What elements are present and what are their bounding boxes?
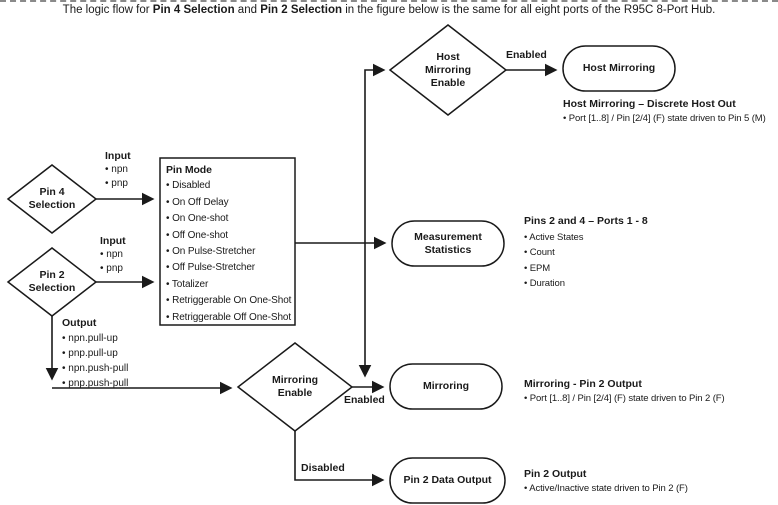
pin-mode-item: Totalizer (166, 277, 292, 293)
pin-mode-item: Disabled (166, 178, 292, 194)
pin2-data-output-terminal (389, 457, 506, 504)
mirroring-disabled-edge-label: Disabled (301, 462, 345, 474)
mirroring-note-heading: Mirroring - Pin 2 Output (524, 378, 642, 390)
pin2-output-item: npn.pull-up (62, 331, 128, 346)
diagram-caption: The logic flow for Pin 4 Selection and P… (0, 4, 778, 16)
page-top-divider (0, 0, 778, 2)
pin2-output-heading: Output (62, 317, 97, 329)
pin2-output-note: Pin 2 Output Active/Inactive state drive… (524, 467, 688, 496)
statistics-note: Pins 2 and 4 – Ports 1 - 8 Active States… (524, 214, 648, 292)
pin-mode-item: Retriggerable On One-Shot (166, 293, 292, 309)
pin2-input-item: npn (100, 248, 126, 262)
pin-mode-item: On Off Delay (166, 195, 292, 211)
caption-text: The logic flow for (62, 4, 153, 16)
pin4-selection-diamond (6, 164, 98, 234)
mirroring-enabled-edge-label: Enabled (344, 394, 385, 406)
pin4-input-item: pnp (105, 177, 131, 191)
caption-bold-pin2: Pin 2 Selection (260, 4, 342, 16)
pin2-output-item: pnp.push-pull (62, 376, 128, 391)
pin2-output-note-heading: Pin 2 Output (524, 468, 587, 480)
pin-mode-list: Pin Mode Disabled On Off Delay On One-sh… (166, 162, 292, 326)
mirroring-terminal (389, 363, 503, 410)
statistics-note-heading: Pins 2 and 4 – Ports 1 - 8 (524, 215, 648, 227)
pin4-input-heading: Input (105, 150, 131, 162)
caption-text: and (234, 4, 261, 16)
pin2-input-list: Input npn pnp (100, 234, 126, 276)
pin2-input-heading: Input (100, 235, 126, 247)
pin2-output-list: Output npn.pull-up pnp.pull-up npn.push-… (62, 316, 128, 391)
host-mirroring-enable-diamond (388, 24, 508, 116)
statistics-note-item: Duration (524, 276, 648, 292)
host-mirroring-note-heading: Host Mirroring – Discrete Host Out (563, 98, 736, 110)
measurement-statistics-terminal (391, 220, 505, 267)
statistics-note-item: EPM (524, 261, 648, 277)
pin2-output-item: pnp.pull-up (62, 346, 128, 361)
statistics-note-item: Count (524, 245, 648, 261)
pin-mode-item: Off Pulse-Stretcher (166, 260, 292, 276)
pin2-input-item: pnp (100, 262, 126, 276)
pin-mode-heading: Pin Mode (166, 164, 212, 176)
host-mirroring-note-item: Port [1..8] / Pin [2/4] (F) state driven… (563, 112, 766, 127)
pin4-input-list: Input npn pnp (105, 149, 131, 191)
pin-mode-item: On One-shot (166, 211, 292, 227)
pin2-selection-diamond (6, 247, 98, 317)
pin-mode-item: Retriggerable Off One-Shot (166, 310, 292, 326)
host-mirroring-terminal (562, 45, 676, 92)
edge-trunk-to-hostenable (364, 63, 386, 243)
host-enabled-edge-label: Enabled (506, 49, 547, 61)
pin4-input-item: npn (105, 163, 131, 177)
pin-mode-item: Off One-shot (166, 228, 292, 244)
mirroring-note-item: Port [1..8] / Pin [2/4] (F) state driven… (524, 392, 725, 407)
pin2-output-item: npn.push-pull (62, 361, 128, 376)
edge-disabled-to-pin2dataoutput (294, 431, 385, 487)
pin2-output-note-item: Active/Inactive state driven to Pin 2 (F… (524, 482, 688, 497)
host-mirroring-note: Host Mirroring – Discrete Host Out Port … (563, 97, 766, 126)
mirroring-enable-diamond (236, 342, 354, 432)
caption-bold-pin4: Pin 4 Selection (152, 4, 235, 16)
pin-mode-item: On Pulse-Stretcher (166, 244, 292, 260)
caption-text: in the figure below is the same for all … (342, 4, 716, 16)
statistics-note-item: Active States (524, 230, 648, 246)
mirroring-note: Mirroring - Pin 2 Output Port [1..8] / P… (524, 377, 725, 406)
